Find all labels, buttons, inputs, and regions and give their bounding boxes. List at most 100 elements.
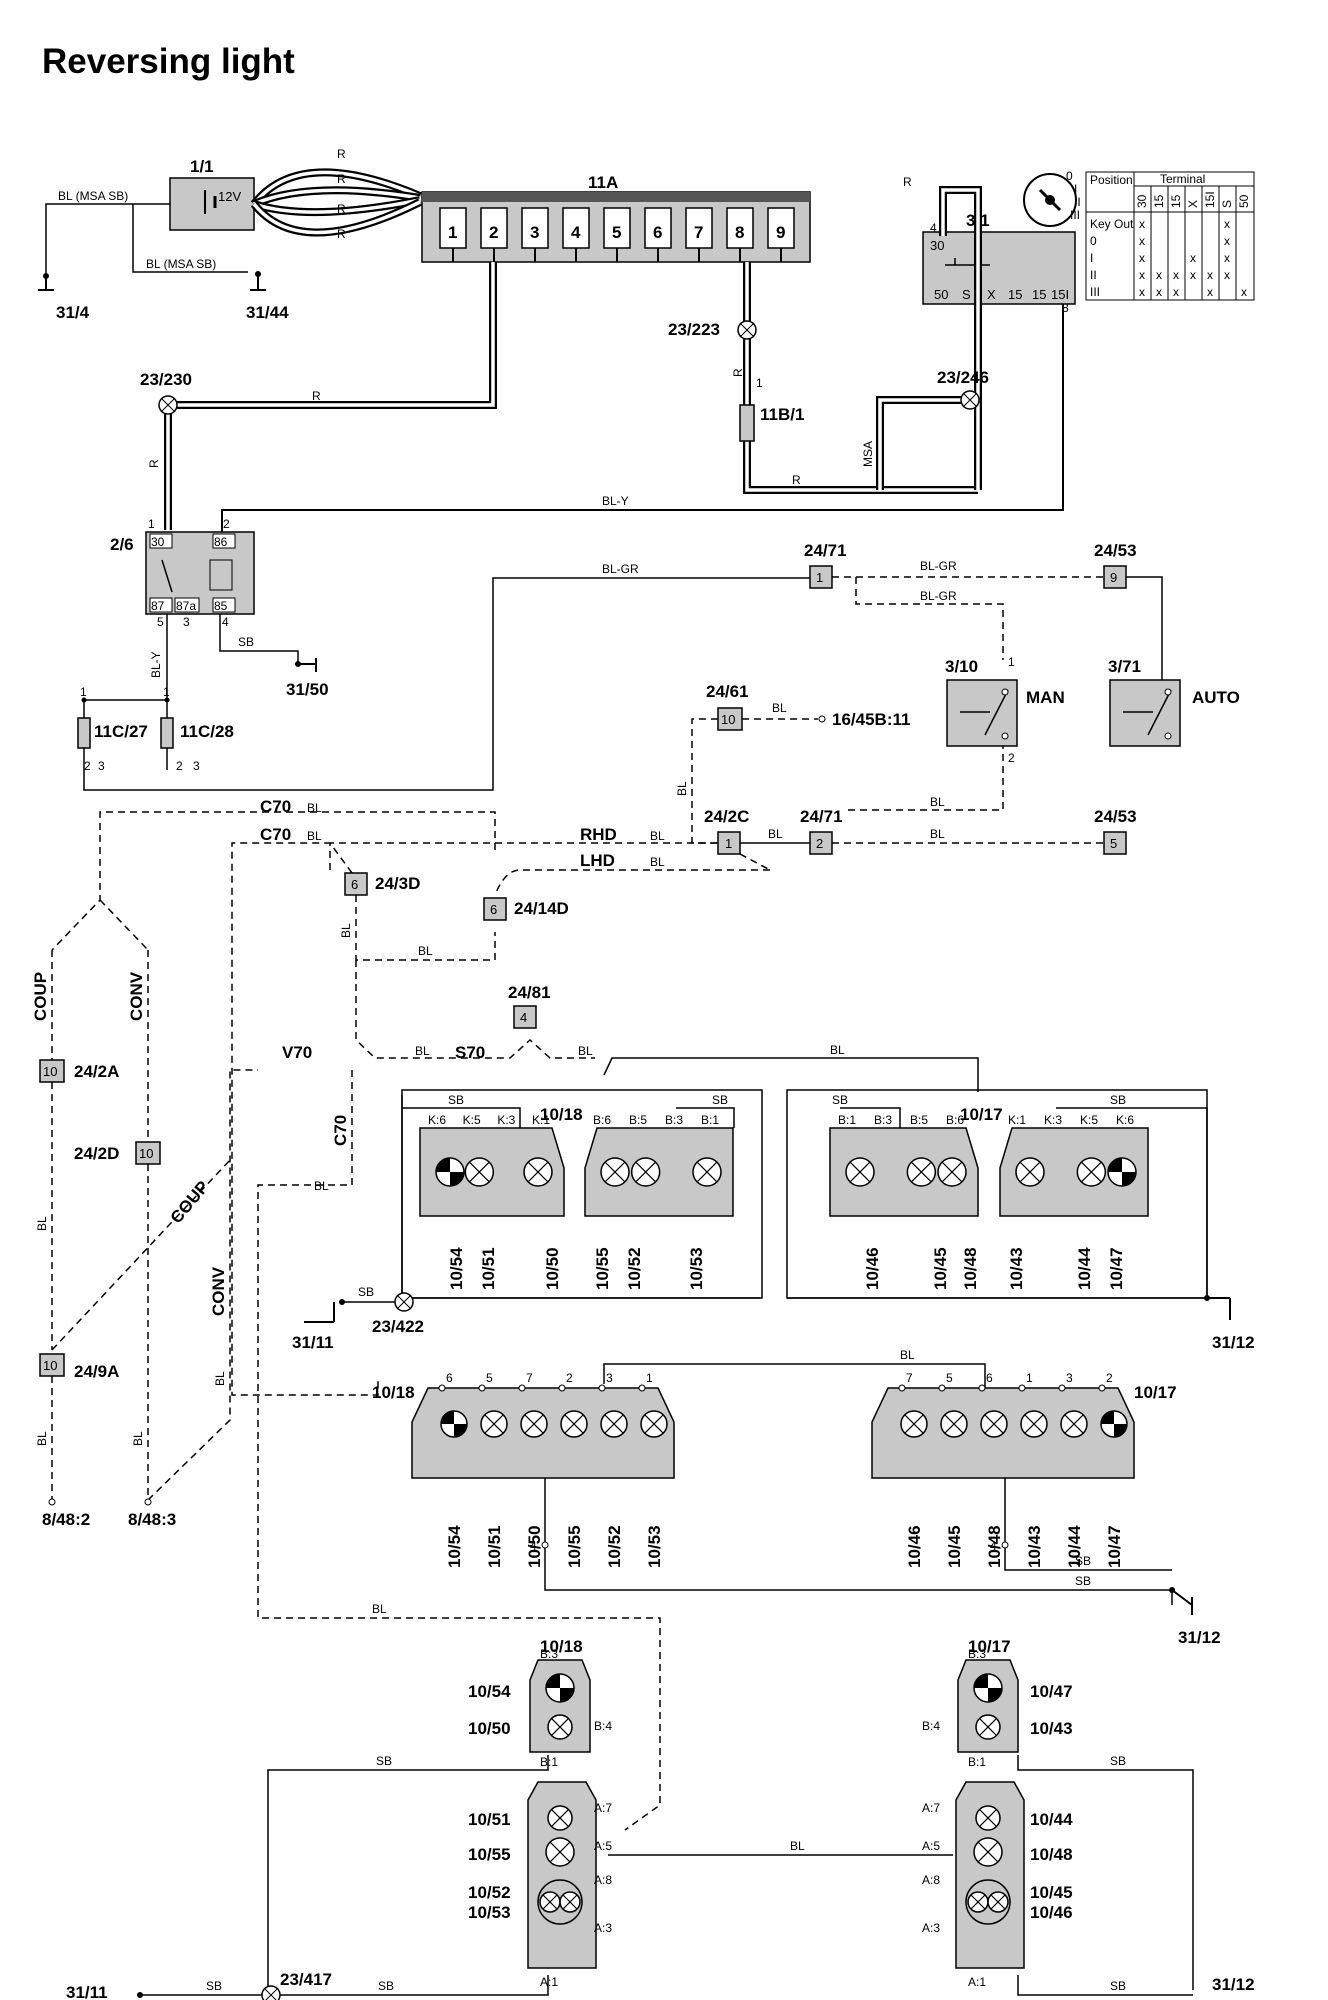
lamp-label: 10/54	[468, 1682, 511, 1701]
svg-text:BL: BL	[35, 1216, 49, 1231]
bulb-icon	[692, 1157, 722, 1187]
junction-23-230: 23/230	[140, 370, 192, 415]
svg-text:31/12: 31/12	[1212, 1333, 1255, 1352]
svg-text:24/3D: 24/3D	[375, 874, 420, 893]
lamp-label: 10/53	[687, 1247, 706, 1290]
fuse-slot	[480, 207, 508, 249]
bulb-icon	[973, 1673, 1003, 1703]
svg-text:24/71: 24/71	[800, 807, 843, 826]
svg-text:3: 3	[193, 759, 200, 773]
table-column: 15	[1152, 194, 1166, 208]
bulb-icon	[1060, 1410, 1088, 1438]
left-variants: COUP CONV 10 24/2A 10 24/2D BL COUP 10 2…	[31, 950, 353, 1550]
bulb-icon	[1015, 1157, 1045, 1187]
fuse-slot	[439, 207, 467, 249]
bulb-icon	[1076, 1157, 1107, 1187]
bulb-icon	[559, 1891, 581, 1913]
table-mark: x	[1139, 285, 1145, 299]
relay-outputs: SB BL-Y 1 1	[80, 614, 299, 718]
lamp-label: 10/55	[468, 1845, 511, 1864]
lamp-label: 10/54	[447, 1247, 466, 1290]
fuse-slot	[603, 207, 631, 249]
pin-dot	[518, 1384, 526, 1392]
pin-label: K:5	[463, 1113, 481, 1127]
pin-label: B:5	[910, 1113, 928, 1127]
fuse-slot	[767, 207, 795, 249]
svg-text:R: R	[731, 368, 745, 377]
pin-label: 2	[1106, 1371, 1113, 1385]
svg-text:R: R	[147, 459, 161, 468]
svg-text:BL: BL	[372, 1602, 387, 1616]
svg-text:BL: BL	[307, 829, 322, 843]
connector-24-61: 10 24/61 BL 16/45B:11 BL	[675, 682, 910, 844]
svg-text:86: 86	[214, 535, 228, 549]
svg-text:SB: SB	[378, 1979, 394, 1993]
svg-text:31/11: 31/11	[292, 1333, 334, 1352]
pin-label: A:3	[594, 1921, 612, 1935]
battery-cables: R R R R	[250, 147, 422, 241]
pin-label: B:4	[922, 1719, 940, 1733]
pin-label: B:4	[594, 1719, 612, 1733]
ground-31-44: 31/44	[246, 271, 289, 322]
pin-dot	[978, 1384, 986, 1392]
table-column: 50	[1237, 194, 1251, 208]
svg-text:23/422: 23/422	[372, 1317, 424, 1336]
pin-label: 5	[486, 1371, 493, 1385]
svg-text:50: 50	[934, 287, 948, 302]
lamp-housing	[829, 1127, 979, 1217]
table-mark: x	[1190, 268, 1196, 282]
svg-text:BL-GR: BL-GR	[602, 562, 639, 576]
svg-text:BL: BL	[307, 801, 322, 815]
pin-label: K:1	[532, 1113, 550, 1127]
table-mark: x	[1224, 268, 1230, 282]
bulb-icon	[965, 1879, 1011, 1925]
lamp-housing	[957, 1659, 1019, 1753]
svg-text:24/14D: 24/14D	[514, 899, 569, 918]
pin-label: K:5	[1080, 1113, 1098, 1127]
lamp-label: 10/50	[525, 1525, 544, 1568]
pin-label: B:6	[946, 1113, 964, 1127]
svg-text:2: 2	[84, 759, 91, 773]
pin-label: K:3	[497, 1113, 515, 1127]
lamp-label: 10/47	[1030, 1682, 1073, 1701]
bulb-icon	[1020, 1410, 1048, 1438]
svg-text:BL: BL	[35, 1431, 49, 1446]
pin-label: A:1	[968, 1975, 986, 1989]
pin-label: K:6	[1116, 1113, 1134, 1127]
svg-text:31/12: 31/12	[1178, 1628, 1221, 1647]
lamp-label: 10/46	[863, 1247, 882, 1290]
table-frame	[1085, 171, 1255, 301]
svg-text:BL (MSA SB): BL (MSA SB)	[146, 257, 216, 271]
svg-text:24/61: 24/61	[706, 682, 749, 701]
svg-text:85: 85	[214, 599, 228, 613]
svg-text:1: 1	[163, 685, 170, 699]
table-header: Terminal	[1160, 172, 1205, 186]
page-title: Reversing light	[42, 42, 295, 81]
svg-text:R: R	[337, 147, 346, 161]
svg-text:6: 6	[351, 877, 358, 892]
table-row-label: 0	[1090, 234, 1097, 248]
lamp-label: 10/52	[468, 1883, 511, 1902]
bulb-icon	[975, 1714, 1001, 1740]
fuse-number: 4	[571, 223, 581, 242]
svg-text:BL: BL	[772, 701, 787, 715]
svg-text:COUP: COUP	[31, 972, 50, 1021]
bulb-icon	[640, 1410, 668, 1438]
bulb-icon	[545, 1837, 575, 1867]
table-header: Position	[1090, 173, 1133, 187]
svg-text:2: 2	[1008, 751, 1015, 765]
svg-text:10: 10	[721, 712, 735, 727]
pin-label: B:3	[968, 1647, 986, 1661]
svg-text:2/6: 2/6	[110, 535, 134, 554]
table-mark: x	[1139, 234, 1145, 248]
junction-23-246: 23/246	[937, 368, 989, 410]
bulb-icon	[545, 1673, 575, 1703]
table-column: 15I	[1203, 191, 1217, 208]
table-mark: x	[1224, 217, 1230, 231]
svg-text:24/2A: 24/2A	[74, 1062, 119, 1081]
svg-text:10: 10	[43, 1064, 57, 1079]
svg-text:SB: SB	[1110, 1754, 1126, 1768]
